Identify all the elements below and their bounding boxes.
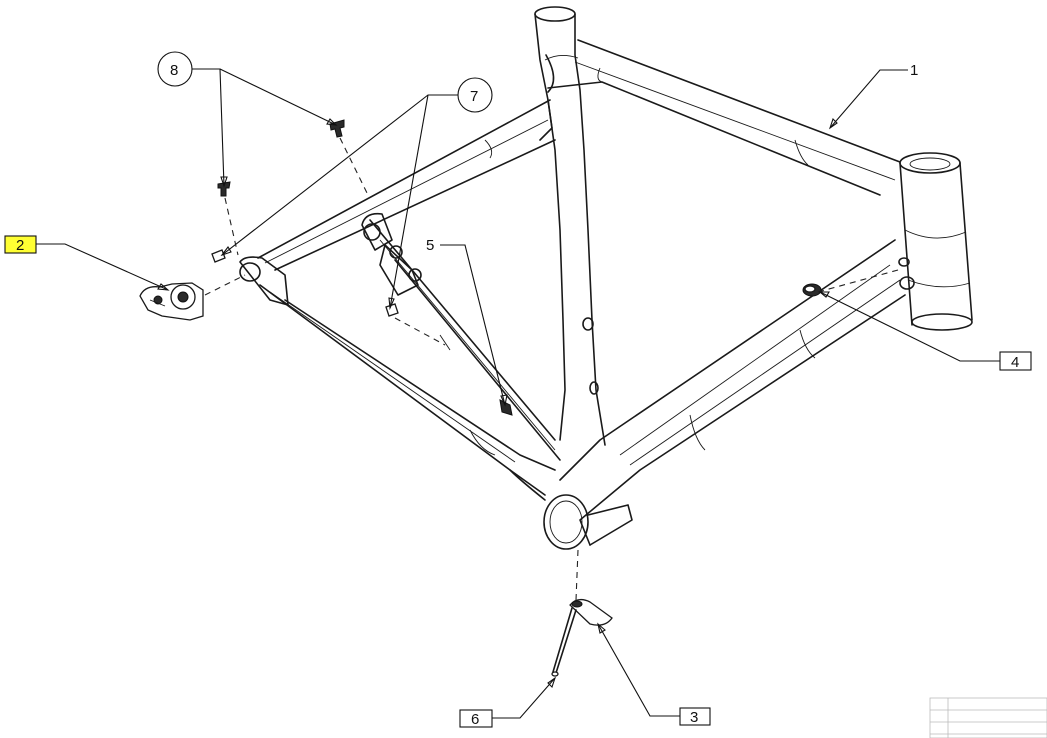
title-block <box>929 697 1047 738</box>
cable-guide-part <box>569 598 613 626</box>
callout-4-box <box>999 351 1032 371</box>
chain-stays <box>259 284 556 496</box>
pin-part <box>551 607 577 677</box>
down-tube <box>559 239 906 546</box>
callout-4: 4 <box>999 351 1032 371</box>
callout-8-label: 8 <box>170 62 178 79</box>
callout-3-label: 3 <box>690 709 698 726</box>
left-dropout <box>239 256 289 306</box>
callout-8: 8 <box>157 51 193 87</box>
callout-7-label: 7 <box>470 88 478 105</box>
bottom-bracket <box>509 469 633 550</box>
callout-8-balloon <box>157 51 193 87</box>
callout-6-label: 6 <box>471 711 479 728</box>
top-tube <box>545 39 901 196</box>
callout-3: 3 <box>679 707 711 726</box>
callout-6-box <box>459 709 493 728</box>
callout-4-label: 4 <box>1011 354 1019 371</box>
screw-part <box>217 119 345 197</box>
callout-5-label: 5 <box>426 237 434 254</box>
head-tube <box>898 152 973 331</box>
inner-stays <box>361 212 561 461</box>
callout-2: 2 <box>4 235 37 254</box>
callout-7-balloon <box>457 77 493 113</box>
seat-tube <box>534 6 606 446</box>
bike-frame <box>239 6 973 550</box>
hanger-bolt-part <box>211 249 399 317</box>
callout-1-label: 1 <box>910 62 918 79</box>
leader-lines <box>36 68 1000 719</box>
callout-6: 6 <box>459 709 493 728</box>
callout-5: 5 <box>426 237 434 254</box>
seat-stays <box>257 99 556 271</box>
callout-3-box <box>679 707 711 726</box>
callout-2-box <box>4 235 37 254</box>
derailleur-hanger-part <box>139 282 204 321</box>
callout-1: 1 <box>910 62 918 79</box>
assembly-lines <box>204 137 899 601</box>
callout-7: 7 <box>457 77 493 113</box>
cable-port-part <box>802 283 822 297</box>
chainstay-bolt-part <box>499 399 513 416</box>
callout-2-label: 2 <box>16 237 24 254</box>
